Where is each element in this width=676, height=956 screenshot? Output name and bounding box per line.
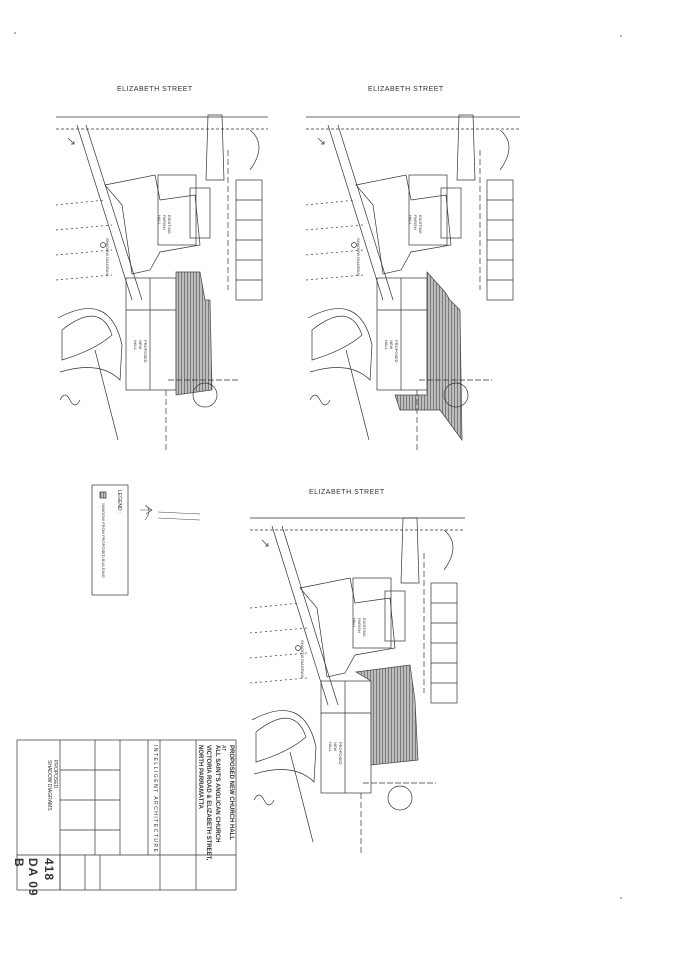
tb-suburb: NORTH PARRAMATTA — [197, 745, 203, 809]
legend-box — [91, 484, 129, 596]
legend-title: LEGEND : — [116, 490, 122, 514]
tb-drawing-no: DA 09 — [26, 858, 40, 897]
tb-address: VICTORIA ROAD & ELIZABETH STREET, — [205, 745, 211, 861]
proposed-hall-label-1: PROPOSED NEW HALL — [133, 340, 148, 363]
tb-church: ALL SAINT'S ANGLICAN CHURCH — [214, 745, 220, 843]
tb-drawing-title-2: SHADOW DIAGRAMS — [46, 760, 52, 811]
shadow-label-2: SHADOW DIAGRAM — [356, 238, 361, 276]
proposed-hall-label-3: PROPOSED NEW HALL — [328, 742, 343, 765]
legend-item: SHADOW FROM PROPOSED BUILDING — [101, 503, 106, 578]
tb-at: AT — [220, 745, 226, 752]
shadow-diagram-3 — [249, 517, 465, 853]
shadow-diagram-2 — [305, 114, 520, 450]
north-arrow — [140, 504, 201, 521]
tb-project: PROPOSED NEW CHURCH HALL — [228, 745, 234, 841]
title-block — [16, 739, 237, 891]
existing-hall-label-2: EXISTING PARISH HALL — [408, 215, 423, 234]
street-label-1: ELIZABETH STREET — [117, 86, 193, 93]
street-label-2: ELIZABETH STREET — [368, 86, 444, 93]
existing-hall-label-3: EXISTING PARISH HALL — [352, 618, 367, 637]
tb-drawing-title-1: PROPOSED — [52, 760, 58, 789]
shadow-label-1: SHADOW DIAGRAM — [105, 238, 110, 276]
tb-job-no: 418 — [42, 858, 56, 882]
tb-firm: INTELLIGENT ARCHITECTURE — [152, 745, 158, 854]
existing-hall-label-1: EXISTING PARISH HALL — [157, 215, 172, 234]
shadow-label-3: SHADOW DIAGRAM — [300, 640, 305, 678]
shadow-diagram-1 — [55, 114, 268, 450]
street-label-3: ELIZABETH STREET — [309, 489, 385, 496]
proposed-hall-label-2: PROPOSED NEW HALL — [384, 340, 399, 363]
tb-revision: B — [12, 858, 26, 868]
